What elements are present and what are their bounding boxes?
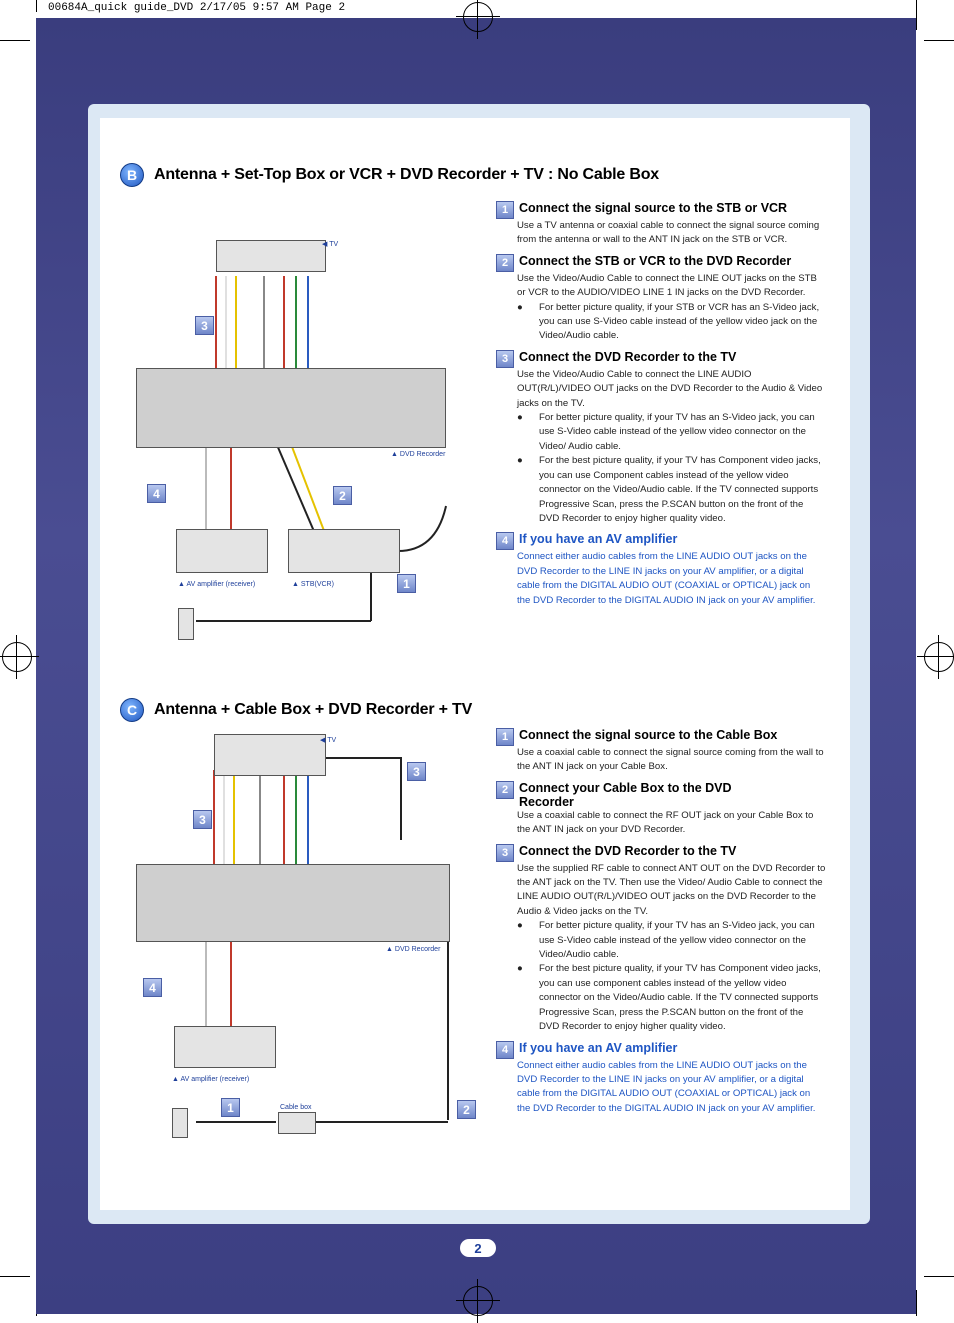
diagram-step-number: 2 [333, 486, 352, 505]
step-body: Use a TV antenna or coaxial cable to con… [517, 220, 820, 246]
registration-mark-icon [456, 1279, 500, 1323]
step-title: Connect the STB or VCR to the DVD Record… [519, 253, 792, 268]
crop-mark [0, 1276, 30, 1277]
step-body: Use the supplied RF cable to connect ANT… [517, 862, 826, 917]
diagram-step-number: 4 [147, 484, 166, 503]
step-number: 3 [496, 843, 514, 862]
pointer-up-icon: ▲ [172, 1076, 179, 1083]
section-c-heading: Antenna + Cable Box + DVD Recorder + TV [154, 701, 473, 718]
step-title: If you have an AV amplifier [519, 532, 678, 547]
section-c-steps: 1 Connect the signal source to the Cable … [496, 728, 826, 1122]
step-b4: 4 If you have an AV amplifier Connect eit… [496, 532, 826, 608]
diagram-step-number: 1 [221, 1098, 240, 1117]
diagram-step-number: 2 [457, 1100, 476, 1119]
diagram-step-number: 3 [407, 762, 426, 781]
step-number: 2 [496, 780, 514, 799]
crop-mark [0, 40, 30, 41]
step-bullet: ●For better picture quality, if your TV … [517, 920, 815, 961]
step-body: Use a coaxial cable to connect the RF OU… [517, 809, 814, 836]
section-b-heading: Antenna + Set-Top Box or VCR + DVD Recor… [154, 166, 659, 183]
cable-box-device [278, 1112, 316, 1134]
diagram-step-number: 1 [397, 574, 416, 593]
print-slug: 00684A_quick guide_DVD 2/17/05 9:57 AM P… [48, 2, 346, 14]
step-body: Use the Video/Audio Cable to connect the… [517, 272, 817, 299]
tv-device [216, 240, 326, 272]
step-bullet: ●For the best picture quality, if your T… [517, 455, 821, 524]
step-number: 1 [496, 201, 514, 219]
av-amplifier-device [176, 529, 268, 573]
step-c1: 1 Connect the signal source to the Cable … [496, 728, 826, 775]
diagram-b-wiring [196, 276, 447, 622]
step-bullet: ●For better picture quality, if your TV … [517, 412, 815, 452]
diagram-b: ◀ TV ▲ DVD Recorder ▲ AV amplifier (rece… [136, 236, 456, 646]
step-number: 4 [496, 532, 514, 551]
pointer-left-icon: ◀ [322, 241, 328, 248]
av-amplifier-device [174, 1026, 276, 1068]
diagram-step-number: 4 [143, 978, 162, 997]
step-title: Connect the DVD Recorder to the TV [519, 843, 737, 858]
caption-cable-box: Cable box [280, 1104, 312, 1111]
step-b3: 3 Connect the DVD Recorder to the TV Use … [496, 349, 826, 526]
stb-vcr-device [288, 529, 400, 573]
step-bullet: ●For the best picture quality, if your T… [517, 963, 821, 1033]
caption-dvd: ▲ DVD Recorder [386, 946, 441, 953]
step-c2: 2 Connect your Cable Box to the DVD Recor… [496, 780, 826, 838]
caption-tv: ◀ TV [322, 241, 339, 248]
step-title: Connect the signal source to the Cable B… [519, 728, 778, 742]
step-b2: 2 Connect the STB or VCR to the DVD Recor… [496, 253, 826, 344]
diagram-step-number: 3 [195, 316, 214, 335]
pointer-up-icon: ▲ [386, 946, 393, 953]
crop-mark [924, 40, 954, 41]
step-number: 2 [496, 253, 514, 272]
tv-device [214, 734, 326, 776]
section-b-steps: 1 Connect the signal source to the STB or… [496, 201, 826, 614]
pointer-up-icon: ▲ [391, 451, 398, 458]
section-b-badge: B [120, 163, 144, 187]
diagram-c: ◀ TV ▲ DVD Recorder ▲ AV amplifier (rece… [136, 730, 476, 1140]
step-body: Connect either audio cables from the LIN… [517, 1059, 816, 1114]
crop-mark [924, 1276, 954, 1277]
crop-mark [916, 1290, 917, 1316]
dvd-recorder-device [136, 864, 450, 942]
caption-tv: ◀ TV [320, 737, 337, 744]
caption-amp: ▲ AV amplifier (receiver) [172, 1076, 250, 1083]
section-b-title: B Antenna + Set-Top Box or VCR + DVD Rec… [120, 163, 659, 187]
step-number: 4 [496, 1040, 514, 1059]
wall-jack-device [178, 608, 194, 640]
section-c-title: C Antenna + Cable Box + DVD Recorder + T… [120, 698, 472, 722]
pointer-up-icon: ▲ [178, 581, 185, 588]
step-body: Connect either audio cables from the LIN… [517, 551, 816, 606]
step-bullet: ●For better picture quality, if your STB… [517, 301, 820, 342]
step-number: 1 [496, 728, 514, 746]
step-title: If you have an AV amplifier [519, 1040, 678, 1055]
step-b1: 1 Connect the signal source to the STB or… [496, 201, 826, 248]
section-c-badge: C [120, 698, 144, 722]
pointer-up-icon: ▲ [292, 581, 299, 588]
crop-mark [36, 0, 37, 12]
diagram-step-number: 3 [193, 810, 212, 829]
step-c3: 3 Connect the DVD Recorder to the TV Use … [496, 843, 826, 1035]
wall-jack-device [172, 1108, 188, 1138]
caption-dvd: ▲ DVD Recorder [391, 451, 446, 458]
step-title: Connect the signal source to the STB or … [519, 201, 788, 215]
registration-mark-icon [0, 635, 39, 679]
step-body: Use the Video/Audio Cable to connect the… [517, 368, 823, 409]
registration-mark-icon [456, 0, 500, 39]
dvd-recorder-device [136, 368, 446, 448]
caption-amp: ▲ AV amplifier (receiver) [178, 581, 256, 588]
step-c4: 4 If you have an AV amplifier Connect eit… [496, 1040, 826, 1117]
pointer-left-icon: ◀ [320, 737, 326, 744]
step-number: 3 [496, 349, 514, 368]
step-body: Use a coaxial cable to connect the signa… [517, 747, 824, 773]
caption-stb: ▲ STB(VCR) [292, 581, 334, 588]
registration-mark-icon [917, 635, 954, 679]
step-title: Connect your Cable Box to the DVD Record… [519, 780, 732, 809]
step-title: Connect the DVD Recorder to the TV [519, 349, 737, 364]
crop-mark [916, 0, 917, 30]
page-number: 2 [460, 1239, 496, 1257]
